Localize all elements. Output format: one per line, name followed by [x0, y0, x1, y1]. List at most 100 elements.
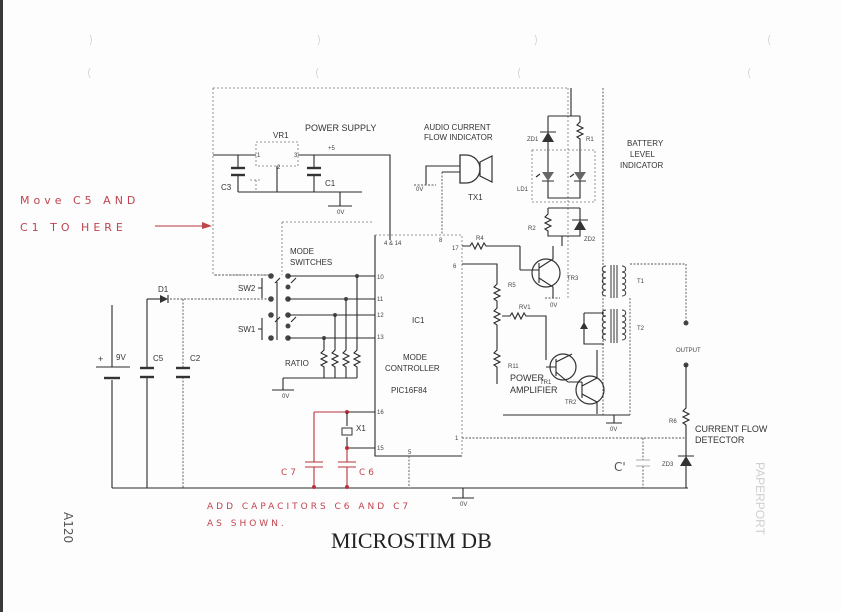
x1-crystal	[341, 427, 353, 436]
ic1-label: IC1	[412, 316, 425, 325]
move-note-line1: Move C5 AND	[20, 194, 139, 207]
vr1-pin2: 2	[277, 165, 281, 171]
pin-5: 5	[408, 450, 412, 456]
arrow-icon	[202, 222, 212, 229]
t2-label: T2	[637, 326, 645, 332]
side-note: A120	[61, 512, 75, 543]
t1-transformer-icon	[601, 265, 627, 298]
pin-11: 11	[377, 297, 384, 303]
pin-8: 8	[439, 238, 443, 244]
pin-1: 1	[455, 436, 459, 442]
scan-edge	[0, 0, 3, 612]
led-icon	[574, 172, 586, 181]
d1-diode-icon	[160, 295, 168, 303]
t1-label: T1	[637, 279, 645, 285]
output-section: OUTPUT R6 CURRENT FLOW DETECTOR ZD3 C'	[462, 320, 768, 488]
rv1-label: RV1	[519, 305, 531, 311]
battery-level-indicator: BATTERY LEVEL INDICATOR ZD1 R1 LD1 R2 ZD…	[517, 88, 664, 415]
ratio-ground-label: 0V	[282, 394, 289, 400]
pin-17: 17	[452, 246, 459, 252]
r2-label: R2	[528, 226, 536, 232]
led-icon	[542, 172, 554, 181]
c5-label: C5	[153, 354, 164, 363]
mode-controller-label1: MODE	[403, 353, 427, 362]
pin-15: 15	[377, 446, 384, 452]
battery-label: 9V	[116, 353, 126, 362]
ratio-label: RATIO	[285, 359, 309, 368]
tx1-buzzer-icon	[459, 154, 481, 184]
ps-ground-label: 0V	[337, 210, 344, 216]
pin-10: 10	[377, 275, 384, 281]
power-amp-label1: POWER	[510, 373, 545, 383]
r4-section: R4	[462, 236, 521, 278]
c7-label: C7	[281, 468, 299, 478]
battery-level-label3: INDICATOR	[620, 161, 663, 170]
power-amplifier: TR3 0V R5 RV1 R11 TR1 TR2 POWER AMPLIFIE…	[492, 246, 630, 433]
pin-13: 13	[377, 335, 384, 341]
move-note-line2: C1 TO HERE	[20, 221, 127, 234]
pin-4-14: 4 & 14	[384, 241, 402, 247]
r1-label: R1	[586, 137, 594, 143]
battery-plus: +	[98, 354, 103, 364]
add-note-line1: ADD CAPACITORS C6 AND C7	[207, 502, 411, 512]
power-amp-label2: AMPLIFIER	[510, 385, 558, 395]
pencil-cap-label: C'	[614, 460, 626, 474]
tx1-label: TX1	[468, 193, 483, 202]
sw2-label: SW2	[238, 284, 256, 293]
c1-label: C1	[325, 179, 336, 188]
tr3-ground-label: 0V	[550, 303, 557, 309]
move-note: Move C5 AND C1 TO HERE	[20, 194, 212, 234]
current-flow-label2: DETECTOR	[695, 435, 745, 445]
transformers: T1 T2 R2	[580, 263, 687, 415]
pin-6: 6	[453, 264, 457, 270]
audio-label2: FLOW INDICATOR	[424, 133, 493, 142]
c3-label: C3	[221, 183, 232, 192]
vr1-pin1: 1	[257, 153, 261, 159]
tr3-label: TR3	[567, 276, 579, 282]
ic1-mode-controller: 4 & 14 8 10 11 12 13 IC1 MODE CONTROLLER…	[374, 234, 463, 457]
ld1-label: LD1	[517, 187, 529, 193]
audio-indicator: AUDIO CURRENT FLOW INDICATOR 0V TX1	[414, 123, 493, 235]
zd1-zener-icon	[542, 132, 554, 142]
plus5-label: +5	[328, 146, 336, 152]
diagram-title: MICROSTIM DB	[331, 528, 492, 553]
output-terminal[interactable]	[683, 320, 689, 326]
pin-12: 12	[377, 313, 384, 319]
tr2-transistor-icon	[575, 375, 605, 405]
zd3-label: ZD3	[662, 462, 674, 468]
output-label: OUTPUT	[676, 348, 701, 354]
zd2-label: ZD2	[584, 237, 596, 243]
paperport-watermark: PAPERPORT	[753, 462, 767, 536]
punch-marks	[88, 34, 771, 79]
add-note: ADD CAPACITORS C6 AND C7 AS SHOWN.	[207, 502, 411, 529]
add-note-line2: AS SHOWN.	[207, 519, 287, 529]
t2-transformer-icon	[601, 309, 627, 343]
tr2-label: TR2	[565, 400, 577, 406]
c2-label: C2	[190, 354, 201, 363]
switch-contacts	[268, 273, 291, 341]
battery-section: + 9V C5 D1 C2 0V	[96, 285, 688, 508]
r4-label: R4	[476, 236, 484, 242]
vr1-regulator	[255, 141, 299, 167]
audio-ground-label: 0V	[416, 187, 423, 193]
crystal-section: X1 C7 C6	[281, 410, 410, 489]
sw1-label: SW1	[238, 325, 256, 334]
zd1-label: ZD1	[527, 137, 539, 143]
mode-switches-label2: SWITCHES	[290, 258, 332, 267]
r5-label: R5	[508, 283, 516, 289]
current-flow-label1: CURRENT FLOW	[695, 424, 768, 434]
c6-label: C6	[359, 468, 377, 478]
power-supply-block: POWER SUPPLY VR1 1 2 3 +5 C3 C1	[212, 87, 569, 300]
zd3-zener-icon	[680, 456, 692, 466]
battery-level-label1: BATTERY	[627, 139, 664, 148]
tr1-label: TR1	[540, 380, 552, 386]
power-supply-label: POWER SUPPLY	[305, 123, 376, 133]
amp-ground-label: 0V	[610, 427, 617, 433]
pin-16: 16	[377, 410, 384, 416]
chip-label: PIC16F84	[391, 386, 428, 395]
diode-icon	[580, 322, 588, 329]
mode-switches-label1: MODE	[290, 247, 314, 256]
r11-label: R11	[508, 364, 519, 370]
